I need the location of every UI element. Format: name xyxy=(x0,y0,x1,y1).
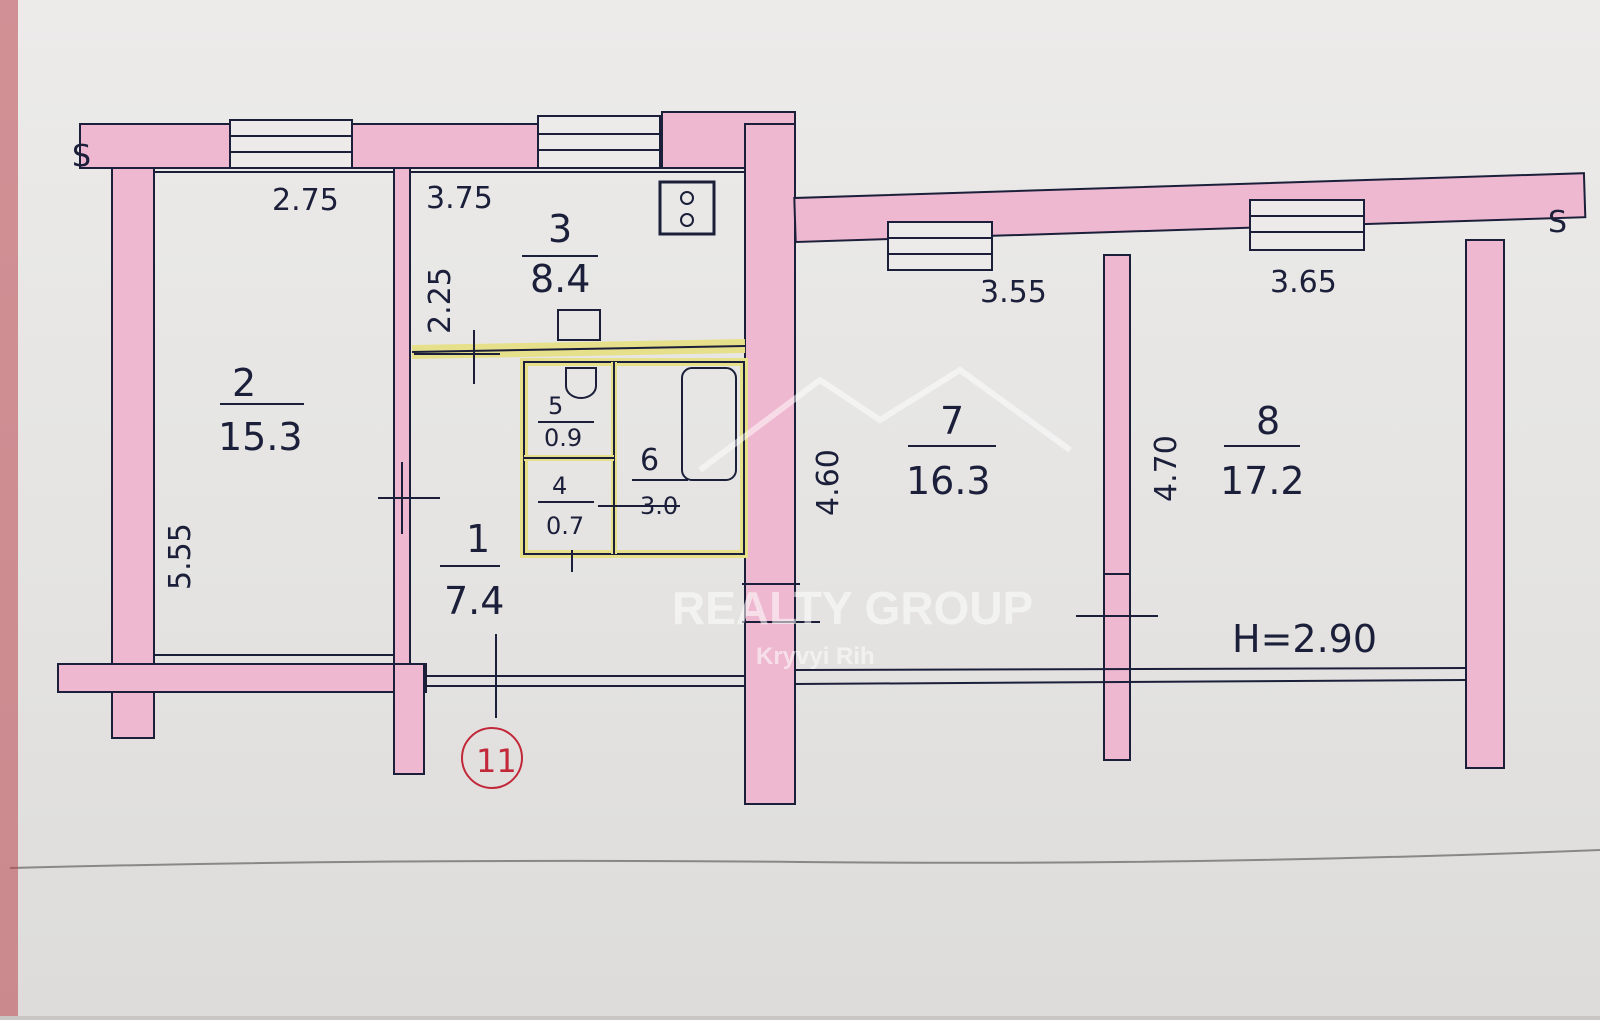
room-2-width: 2.75 xyxy=(272,183,339,218)
room-4-number: 4 xyxy=(552,472,567,500)
water-heater-icon xyxy=(557,309,601,341)
walls xyxy=(57,111,1587,805)
paper-fold xyxy=(9,849,1600,869)
corner-mark-left: S xyxy=(72,139,91,174)
wall-left xyxy=(111,167,155,739)
stamp-number: 11 xyxy=(476,742,517,780)
room-3-height: 2.25 xyxy=(423,267,458,334)
wall-central xyxy=(744,123,796,805)
room-6-area: 3.0 xyxy=(640,492,678,520)
watermark-brand: REALTY GROUP xyxy=(672,582,1033,634)
door-marks xyxy=(378,330,1158,718)
stamp: 11 xyxy=(461,727,523,789)
room-6-number: 6 xyxy=(640,443,659,478)
ceiling-height: H=2.90 xyxy=(1232,617,1377,661)
bathtub-icon xyxy=(681,367,737,481)
wall-partition-7-8 xyxy=(1103,254,1131,761)
window-3 xyxy=(887,221,993,271)
room-5-area: 0.9 xyxy=(544,424,582,452)
wall-bottom-left xyxy=(57,663,427,693)
thin-walls xyxy=(154,171,1467,687)
corner-mark-right: S xyxy=(1548,205,1567,240)
room-7-area: 16.3 xyxy=(906,459,991,503)
room-5-number: 5 xyxy=(548,392,563,420)
wall-stub-bottom xyxy=(393,663,425,775)
wall-partition-2 xyxy=(393,167,411,669)
room-8-area: 17.2 xyxy=(1220,459,1305,503)
watermark: REALTY GROUP Kryvyi Rih xyxy=(672,366,1072,670)
room-2-height: 5.55 xyxy=(163,523,198,590)
room-8-number: 8 xyxy=(1256,399,1280,443)
room-3-area: 8.4 xyxy=(530,257,590,301)
windows xyxy=(229,115,1365,271)
room-3-width: 3.75 xyxy=(426,181,493,216)
room-4-area: 0.7 xyxy=(546,512,584,540)
room-1-area: 7.4 xyxy=(444,579,504,623)
room-3-number: 3 xyxy=(548,207,572,251)
room-1-number: 1 xyxy=(466,517,490,561)
stove-icon xyxy=(658,180,716,236)
room-8-height: 4.70 xyxy=(1149,435,1184,502)
room-7-height: 4.60 xyxy=(811,449,846,516)
window-1 xyxy=(229,119,353,169)
toilet-icon xyxy=(565,367,597,399)
wall-right xyxy=(1465,239,1505,769)
room-8-width: 3.65 xyxy=(1270,265,1337,300)
room-2-area: 15.3 xyxy=(218,415,303,459)
window-2 xyxy=(537,115,661,169)
paper-edge xyxy=(0,0,18,1016)
room-7-number: 7 xyxy=(940,399,964,443)
bathroom-block xyxy=(411,309,748,558)
room-7-width: 3.55 xyxy=(980,275,1047,310)
watermark-city: Kryvyi Rih xyxy=(756,643,875,670)
watermark-logo-icon xyxy=(698,366,1072,473)
room-2-number: 2 xyxy=(232,361,256,405)
window-4 xyxy=(1249,199,1365,251)
